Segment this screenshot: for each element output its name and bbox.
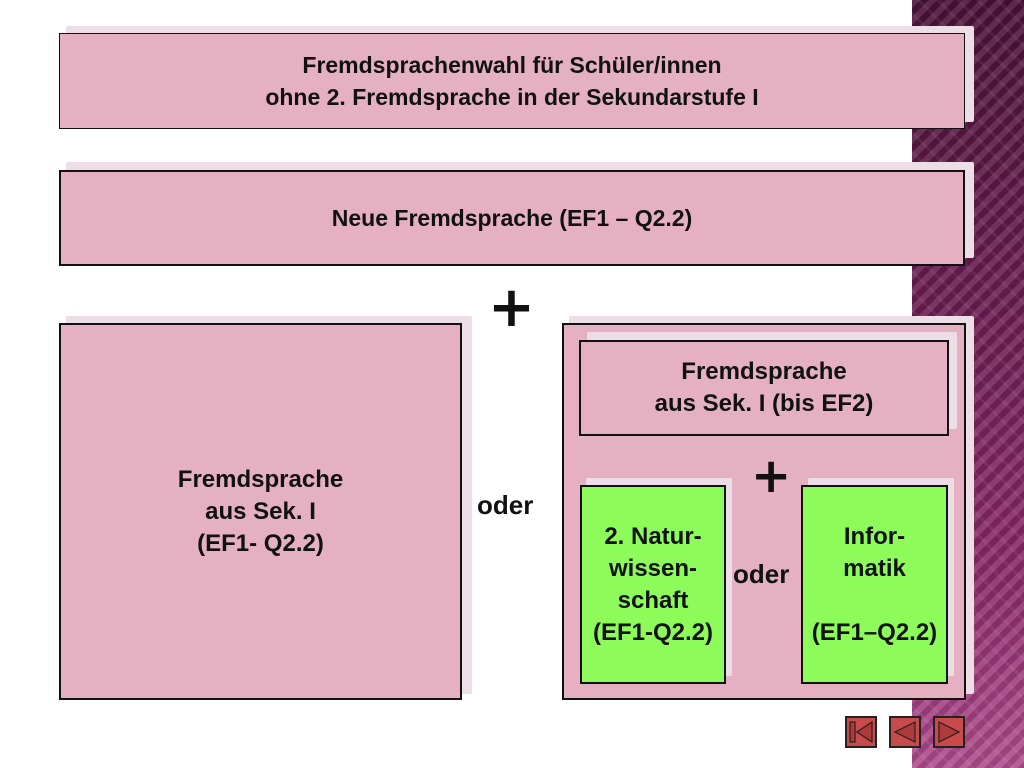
first-slide-icon: [849, 720, 873, 744]
title-box: Fremdsprachenwahl für Schüler/innen ohne…: [59, 33, 965, 129]
plus-sign: +: [488, 275, 535, 340]
next-slide-button[interactable]: [933, 716, 965, 748]
left-option-text: Fremdsprache aus Sek. I (EF1- Q2.2): [177, 465, 344, 557]
new-language-text: Neue Fremdsprache (EF1 – Q2.2): [331, 204, 693, 231]
right-top-box: Fremdsprache aus Sek. I (bis EF2): [579, 340, 949, 436]
left-option-box: Fremdsprache aus Sek. I (EF1- Q2.2): [59, 323, 462, 700]
title-text: Fremdsprachenwahl für Schüler/innen ohne…: [265, 52, 759, 110]
or-label: oder: [477, 490, 534, 520]
first-slide-button[interactable]: [845, 716, 877, 748]
inner-or-label: oder: [733, 559, 790, 589]
science-box: 2. Natur- wissen- schaft (EF1-Q2.2): [580, 485, 726, 684]
new-language-box: Neue Fremdsprache (EF1 – Q2.2): [59, 170, 965, 266]
informatics-text: Infor- matik (EF1–Q2.2): [811, 522, 938, 646]
inner-plus-sign: +: [751, 448, 792, 504]
previous-slide-icon: [893, 721, 916, 743]
next-slide-icon: [938, 721, 961, 743]
right-top-text: Fremdsprache aus Sek. I (bis EF2): [654, 358, 874, 417]
informatics-box: Infor- matik (EF1–Q2.2): [801, 485, 948, 684]
previous-slide-button[interactable]: [889, 716, 921, 748]
science-text: 2. Natur- wissen- schaft (EF1-Q2.2): [592, 522, 714, 646]
